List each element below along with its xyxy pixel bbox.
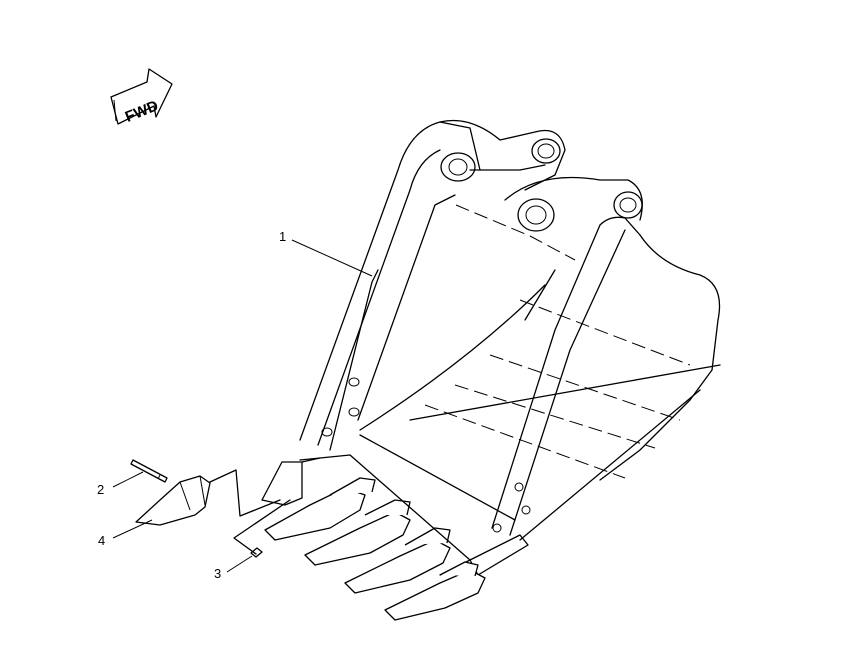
callout-3: 3 [214,566,221,581]
callout-4: 4 [98,533,105,548]
callouts: 1 2 4 3 [97,229,373,581]
callout-4-leader [112,519,153,539]
callout-2: 2 [97,482,104,497]
fwd-arrow: FWD [110,68,173,126]
teeth-row [261,454,486,621]
callout-1-leader [291,239,373,277]
callout-3-leader [226,555,253,573]
callout-1: 1 [279,229,286,244]
callout-2-leader [112,471,144,488]
bucket [299,119,721,601]
exploded-tooth [130,459,291,558]
